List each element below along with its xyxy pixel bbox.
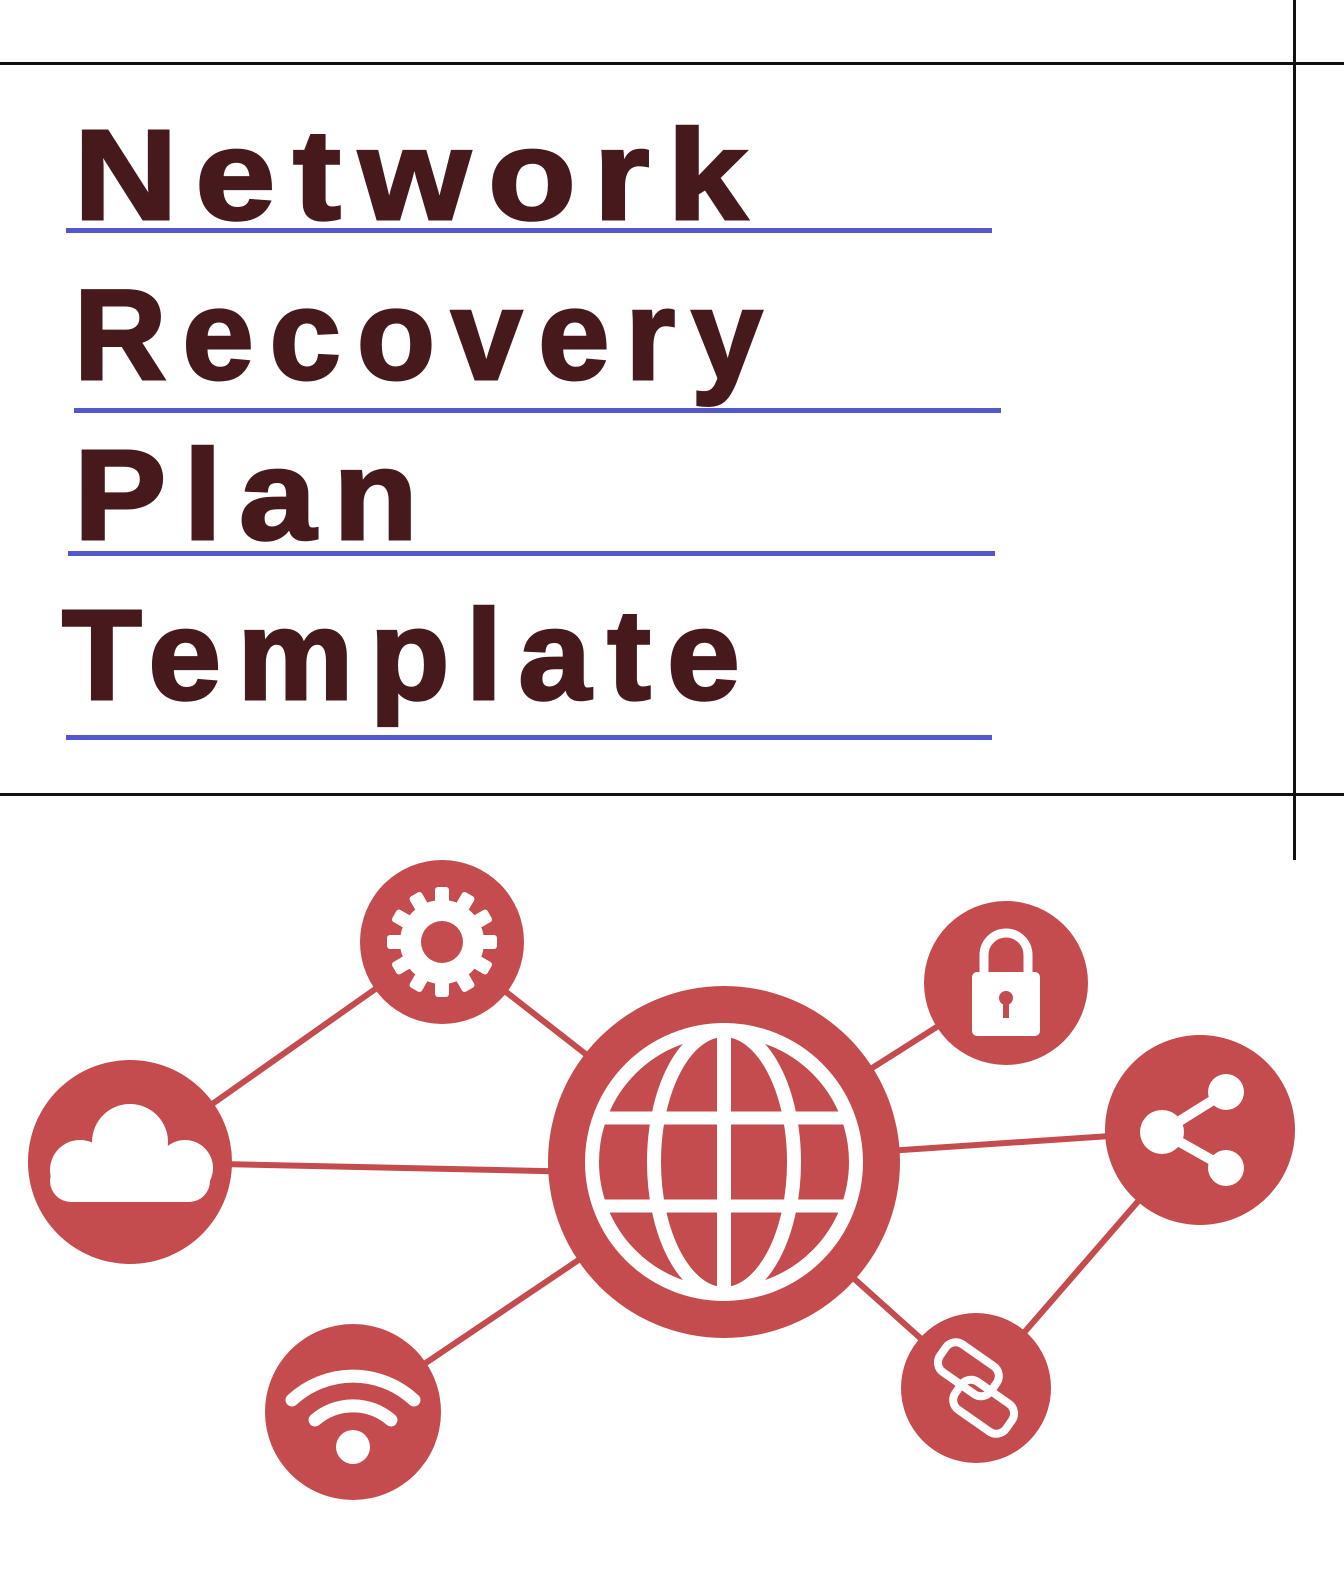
title-underline	[74, 408, 1001, 413]
title-underline	[66, 228, 992, 233]
title-line-template: Template	[60, 584, 757, 727]
share-icon	[1105, 1035, 1295, 1225]
bottom-rule	[0, 793, 1344, 796]
title-line-plan: Plan	[72, 424, 436, 567]
title-underline	[66, 735, 992, 740]
gear-icon	[360, 860, 524, 1024]
lock-icon	[924, 901, 1088, 1065]
cloud-icon	[28, 1060, 232, 1264]
title-line-network: Network	[72, 104, 766, 247]
title-underline	[68, 551, 995, 556]
chain-link-icon	[901, 1313, 1051, 1463]
wifi-icon	[265, 1324, 441, 1500]
top-rule	[0, 62, 1344, 65]
right-rule	[1293, 0, 1296, 860]
globe-icon	[548, 986, 900, 1338]
network-diagram	[28, 860, 1295, 1500]
title-line-recovery: Recovery	[72, 264, 779, 407]
